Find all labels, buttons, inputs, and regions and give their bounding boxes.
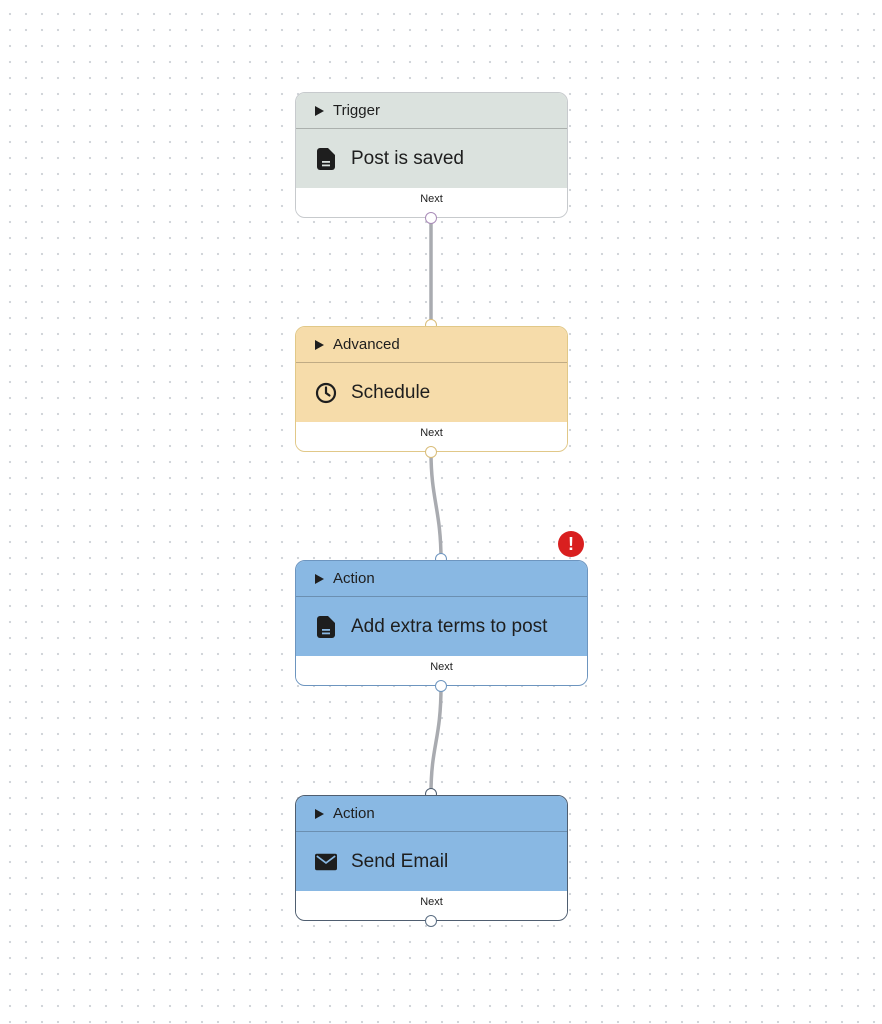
node-header[interactable]: Advanced — [296, 327, 567, 363]
trigger-node[interactable]: Trigger Post is saved Next — [295, 92, 568, 218]
caret-right-icon[interactable] — [315, 339, 324, 350]
output-handle[interactable] — [425, 915, 437, 927]
caret-right-icon[interactable] — [315, 808, 324, 819]
send-email-node[interactable]: Action Send Email Next — [295, 795, 568, 921]
caret-right-icon[interactable] — [315, 573, 324, 584]
node-category: Advanced — [333, 336, 400, 353]
node-title: Add extra terms to post — [351, 615, 548, 637]
add-extra-terms-node[interactable]: Action Add extra terms to post Next — [295, 560, 588, 686]
node-category: Action — [333, 570, 375, 587]
node-header[interactable]: Action — [296, 796, 567, 832]
edge-add-terms-to-send-email[interactable] — [429, 685, 443, 795]
output-handle[interactable] — [425, 446, 437, 458]
node-header[interactable]: Trigger — [296, 93, 567, 129]
node-category: Trigger — [333, 102, 380, 119]
error-badge[interactable]: ! — [558, 531, 584, 557]
edge-schedule-to-add-terms[interactable] — [429, 451, 443, 561]
document-icon — [315, 615, 337, 638]
envelope-icon — [315, 851, 337, 873]
node-title: Post is saved — [351, 147, 464, 169]
node-body[interactable]: Post is saved — [296, 129, 567, 188]
document-icon — [315, 147, 337, 170]
caret-right-icon[interactable] — [315, 105, 324, 116]
node-footer: Next — [296, 891, 567, 919]
node-footer: Next — [296, 656, 587, 684]
node-title: Schedule — [351, 381, 431, 403]
node-header[interactable]: Action — [296, 561, 587, 597]
node-footer: Next — [296, 188, 567, 216]
node-body[interactable]: Schedule — [296, 363, 567, 422]
node-body[interactable]: Add extra terms to post — [296, 597, 587, 656]
node-body[interactable]: Send Email — [296, 832, 567, 891]
clock-icon — [315, 382, 337, 404]
node-footer: Next — [296, 422, 567, 450]
node-title: Send Email — [351, 850, 449, 872]
output-handle[interactable] — [435, 680, 447, 692]
schedule-node[interactable]: Advanced Schedule Next — [295, 326, 568, 452]
node-category: Action — [333, 805, 375, 822]
output-handle[interactable] — [425, 212, 437, 224]
